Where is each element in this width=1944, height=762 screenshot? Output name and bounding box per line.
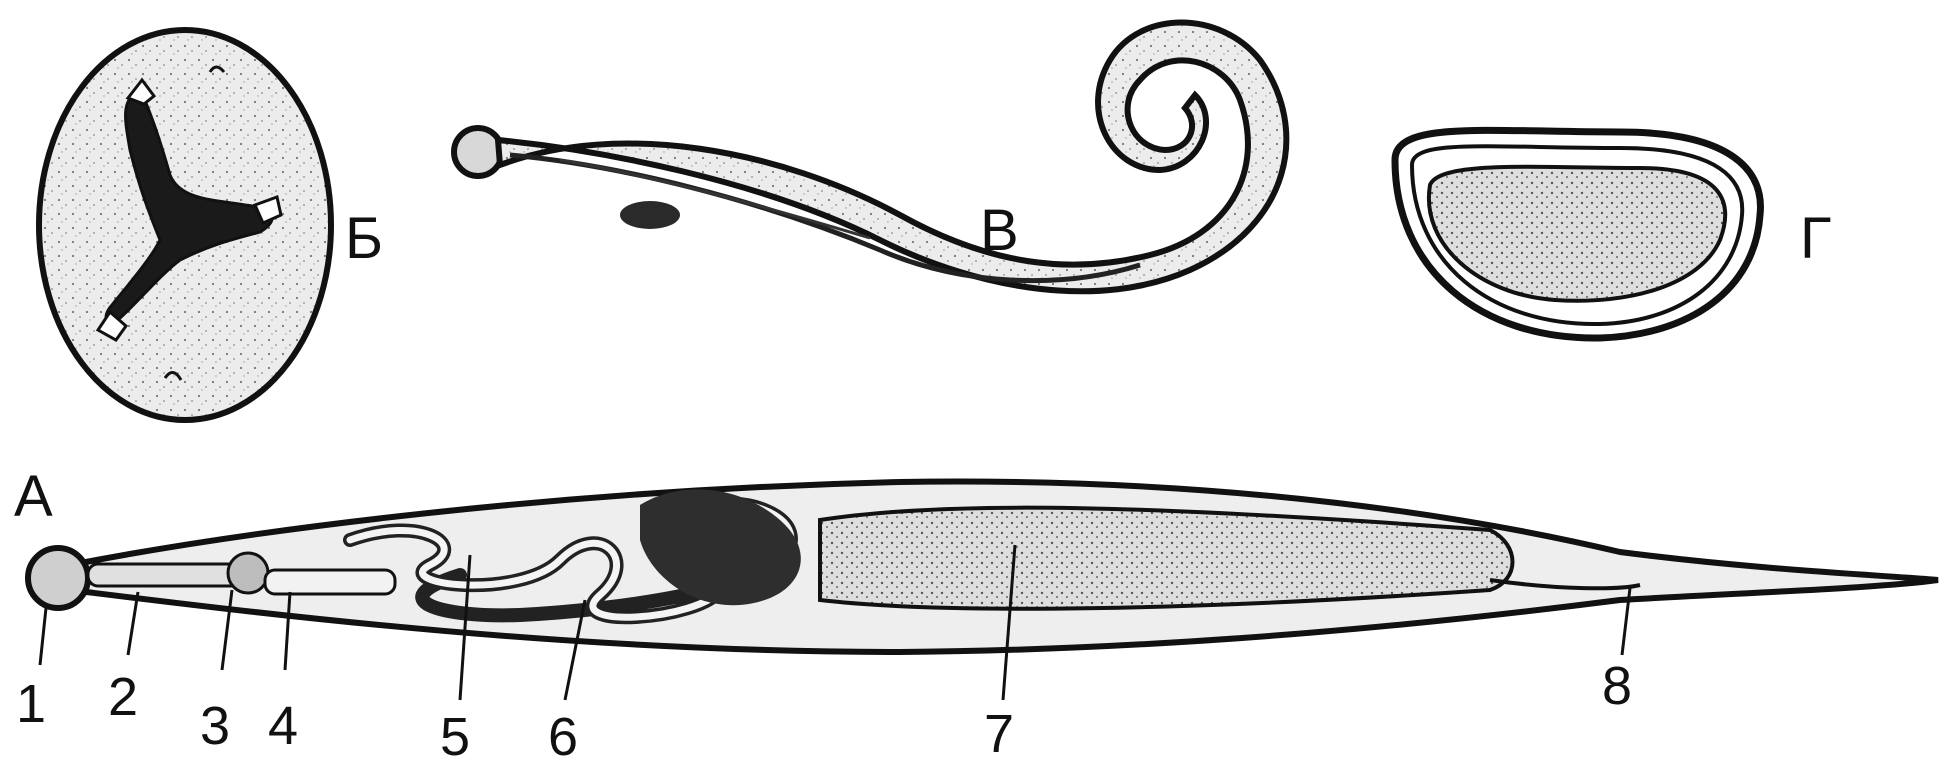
cyst-figure-b — [39, 30, 331, 420]
nerve-ring — [228, 553, 268, 593]
part-number-3: 3 — [200, 696, 230, 756]
larva-body — [498, 23, 1286, 292]
leader-1 — [40, 608, 46, 665]
worm-head-bulb — [28, 548, 88, 608]
part-number-4: 4 — [268, 696, 298, 756]
panel-label-a: А — [14, 464, 53, 529]
larva-figure-v — [454, 23, 1286, 292]
part-number-1: 1 — [16, 674, 46, 734]
leader-2 — [128, 592, 138, 655]
larva-head — [454, 128, 502, 176]
part-number-7: 7 — [984, 704, 1014, 762]
panel-label-g: Г — [1800, 206, 1831, 271]
part-number-5: 5 — [440, 707, 470, 762]
panel-label-b: Б — [345, 206, 383, 271]
intestine-start — [265, 570, 395, 594]
uterus-body — [820, 508, 1513, 609]
panel-label-v: В — [980, 198, 1019, 263]
larva-organ — [620, 201, 680, 229]
adult-worm-figure-a — [28, 482, 1938, 652]
egg-figure-g — [1395, 130, 1760, 338]
part-number-2: 2 — [108, 667, 138, 727]
part-number-8: 8 — [1602, 656, 1632, 716]
part-number-6: 6 — [548, 707, 578, 762]
